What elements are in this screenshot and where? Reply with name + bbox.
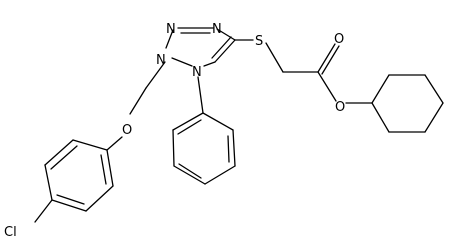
n-top-right-label: N <box>212 22 222 37</box>
carbonyl-oxygen-label: O <box>334 32 344 47</box>
sulfur-label: S <box>255 34 263 49</box>
triazole-double-bond <box>211 36 232 59</box>
n-left-label: N <box>156 53 166 68</box>
ester-oxygen-label: O <box>335 100 345 115</box>
methylene-ether-linker <box>129 61 166 115</box>
n-bottom-label: N <box>192 65 202 80</box>
triazole-ring <box>165 27 236 67</box>
ether-oxygen-label: O <box>122 123 132 138</box>
thioacetate-chain <box>234 39 373 104</box>
cyclohexyl-ring <box>371 74 444 133</box>
n-phenyl-ring <box>172 76 236 185</box>
chlorophenyl-ring <box>34 136 123 223</box>
chlorine-label: Cl <box>4 225 17 240</box>
n-top-left-label: N <box>166 22 176 37</box>
